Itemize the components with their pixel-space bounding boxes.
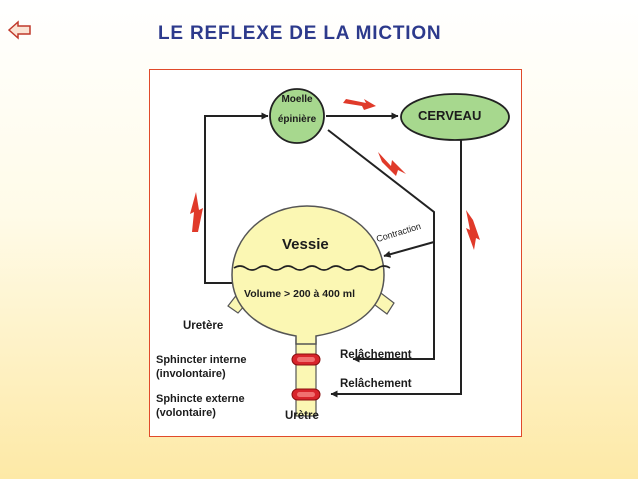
sphincter-externe xyxy=(291,388,321,401)
lightning-icon xyxy=(190,192,203,232)
reflex-diagram xyxy=(190,88,510,417)
relachement-interne-label: Relâchement xyxy=(340,349,412,361)
lightning-icon xyxy=(466,210,480,250)
lightning-icon xyxy=(343,99,376,110)
diagram-frame: Moelle épinière CERVEAU Vessie Volume > … xyxy=(149,69,522,437)
contraction-path xyxy=(383,241,435,258)
sphincter-externe-label: Sphincte externe (volontaire) xyxy=(156,392,245,420)
moelle-label-line1: Moelle xyxy=(281,94,313,105)
afferent-path xyxy=(204,112,269,284)
sphincter-interne xyxy=(291,353,321,366)
moelle-label: Moelle épinière xyxy=(270,94,324,126)
uretre-label: Urètre xyxy=(285,410,319,422)
sphincter-interne-line2: (involontaire) xyxy=(156,368,226,380)
sphincter-interne-line1: Sphincter interne xyxy=(156,354,247,366)
moelle-node xyxy=(269,88,325,144)
back-arrow-icon xyxy=(7,20,31,40)
sphincter-externe-line2: (volontaire) xyxy=(156,407,216,419)
sphincter-externe-line1: Sphincte externe xyxy=(156,393,245,405)
volume-label: Volume > 200 à 400 ml xyxy=(244,288,355,300)
moelle-label-line2: épinière xyxy=(277,114,317,125)
lightning-icon xyxy=(378,152,406,176)
relachement-externe-label: Relâchement xyxy=(340,378,412,390)
nerve-pathways xyxy=(204,112,462,398)
efferent-path-voluntary xyxy=(330,137,462,398)
cerveau-label: CERVEAU xyxy=(418,108,482,123)
page-title: LE REFLEXE DE LA MICTION xyxy=(158,23,442,44)
uretere-label: Uretère xyxy=(183,320,224,332)
efferent-path-involuntary xyxy=(327,129,435,363)
back-button[interactable] xyxy=(7,20,32,40)
sphincter-interne-label: Sphincter interne (involontaire) xyxy=(156,353,246,381)
nerve-impulse-icons xyxy=(190,99,480,250)
cerveau-node xyxy=(400,93,510,141)
vessie-label: Vessie xyxy=(282,236,329,253)
